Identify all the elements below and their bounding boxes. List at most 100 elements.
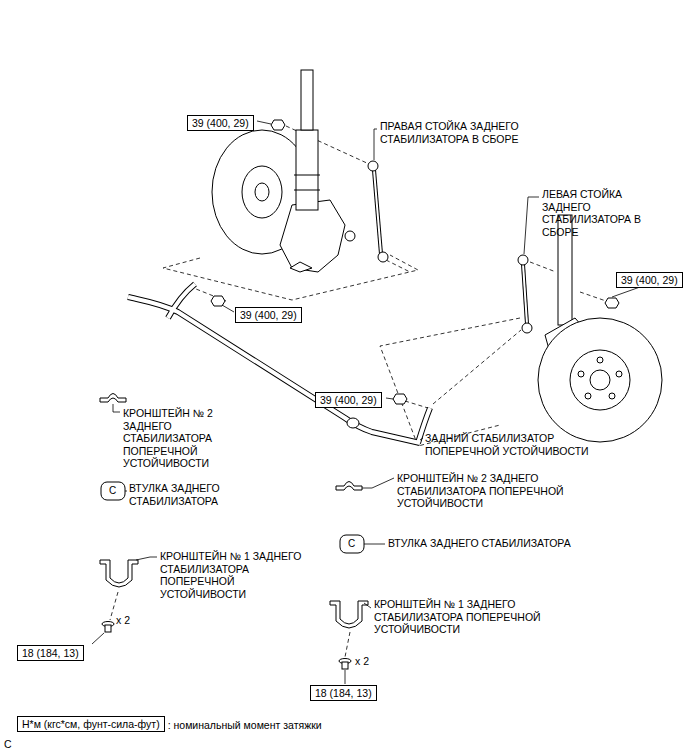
nut: [393, 394, 407, 404]
torque-value: 18 (184, 13): [22, 647, 79, 659]
part-name: ПРАВАЯ СТОЙКА ЗАДНЕГО СТАБИЛИЗАТОРА В СБ…: [380, 120, 548, 145]
bolt: [342, 662, 348, 669]
figure-code: C: [4, 738, 12, 751]
rear-axle-hub-right: [290, 262, 312, 272]
bracket-no2: [100, 394, 126, 403]
dashed-assembly-line: [433, 330, 521, 404]
stabilizer-link-right: [374, 170, 381, 254]
rear-axle-hub-right: [280, 200, 345, 272]
leader-line: [345, 670, 346, 684]
nut: [211, 120, 619, 404]
bolt: [102, 622, 351, 670]
stabilizer-link-right: [374, 170, 381, 254]
leader-line: [257, 121, 271, 124]
rear-axle-hub-right: [294, 175, 320, 190]
dashed-assembly-line: [386, 260, 410, 272]
stabilizer-bar: [128, 284, 430, 443]
bushing-mark: C: [108, 485, 117, 496]
bushing-mark: C: [347, 538, 356, 549]
dashed-assembly-line: [345, 632, 350, 657]
stabilizer-link-right: [378, 252, 388, 262]
rear-axle-hub-right: [296, 130, 318, 210]
nut: [271, 120, 285, 130]
part-name: КРОНШТЕЙН № 2 ЗАДНЕГО СТАБИЛИЗАТОРА ПОПЕ…: [123, 407, 243, 470]
stabilizer-bar: [128, 297, 420, 443]
stabilizer-link-left: [518, 255, 528, 265]
rear-axle-hub-left: [590, 370, 610, 390]
torque-value: 39 (400, 29): [320, 394, 377, 406]
leader-line: [113, 404, 120, 412]
leader-line: [222, 305, 234, 312]
leader-line: [364, 603, 371, 608]
bracket-no1: [330, 601, 368, 628]
bushing: [101, 482, 125, 500]
quantity: x 2: [355, 655, 369, 668]
rear-axle-hub-right: [212, 70, 355, 272]
torque-value: 18 (184, 13): [315, 687, 372, 699]
leader-line: [92, 633, 104, 644]
dashed-assembly-line: [580, 292, 606, 301]
torque-box: 39 (400, 29): [315, 392, 382, 408]
torque-box: 39 (400, 29): [235, 307, 302, 323]
torque-box: 18 (184, 13): [17, 645, 84, 661]
leader-line: [136, 557, 157, 560]
rear-axle-hub-left: [570, 350, 630, 410]
rear-axle-hub-left: [538, 215, 662, 442]
part-name: ЗАДНИЙ СТАБИЛИЗАТОР ПОПЕРЕЧНОЙ УСТОЙЧИВО…: [425, 432, 630, 457]
part-name: КРОНШТЕЙН № 1 ЗАДНЕГО СТАБИЛИЗАТОРА ПОПЕ…: [374, 598, 574, 636]
rear-axle-hub-right: [255, 183, 269, 201]
leader-line: [612, 287, 640, 297]
rear-axle-hub-left: [609, 393, 615, 399]
stabilizer-bar: [168, 284, 195, 318]
leader-line: [386, 398, 393, 399]
rear-axle-hub-left: [578, 371, 584, 377]
torque-box: 18 (184, 13): [310, 685, 377, 701]
dashed-assembly-line: [530, 262, 556, 272]
leader-line: [364, 544, 385, 545]
nut: [211, 296, 225, 306]
leader-line: [420, 438, 423, 440]
leader-line: [374, 129, 377, 160]
stabilizer-link-left: [522, 323, 532, 333]
stabilizer-bar: [347, 418, 359, 428]
part-name: КРОНШТЕЙН № 1 ЗАДНЕГО СТАБИЛИЗАТОРА ПОПЕ…: [160, 550, 316, 600]
part-name: КРОНШТЕЙН № 2 ЗАДНЕГО СТАБИЛИЗАТОРА ПОПЕ…: [397, 472, 581, 510]
torque-box: 39 (400, 29): [187, 115, 254, 131]
part-name: ВТУЛКА ЗАДНЕГО СТАБИЛИЗАТОРА: [129, 482, 241, 507]
dashed-assembly-line: [380, 318, 520, 446]
leader-line: [362, 478, 394, 488]
stabilizer-link-right: [368, 161, 388, 262]
rear-axle-hub-left: [616, 371, 622, 377]
stabilizer-link-left: [523, 264, 527, 324]
rear-axle-hub-left: [585, 393, 591, 399]
leader-line: [524, 197, 539, 254]
rear-axle-hub-right: [301, 70, 313, 130]
part-name: ВТУЛКА ЗАДНЕГО СТАБИЛИЗАТОРА: [388, 537, 571, 550]
torque-value: 39 (400, 29): [621, 274, 678, 286]
stabilizer-link-right: [368, 161, 378, 171]
legend-note: : номинальный момент затяжки: [168, 719, 322, 732]
nut: [605, 298, 619, 308]
rear-axle-hub-left: [597, 357, 603, 363]
torque-value: Н*м (кгс*см, фунт-сила-фут): [22, 718, 160, 730]
torque-value: 39 (400, 29): [240, 309, 297, 321]
bushing: [101, 482, 364, 553]
bolt: [105, 625, 111, 632]
bushing: [340, 535, 364, 553]
torque-box: 39 (400, 29): [616, 272, 683, 288]
bracket-no2: [336, 482, 362, 491]
torque-value: 39 (400, 29): [192, 117, 249, 129]
rear-axle-hub-right: [345, 231, 355, 241]
quantity: x 2: [116, 614, 130, 627]
stabilizer-link-left: [518, 255, 532, 333]
stabilizer-link-left: [523, 264, 527, 324]
torque-unit-box: Н*м (кгс*см, фунт-сила-фут): [17, 716, 165, 732]
part-name: ЛЕВАЯ СТОЙКА ЗАДНЕГО СТАБИЛИЗАТОРА В СБО…: [542, 188, 643, 238]
stabilizer-bar: [128, 297, 420, 443]
dashed-assembly-line: [110, 126, 606, 657]
bracket-no1: [100, 560, 138, 587]
rear-axle-hub-left: [538, 318, 662, 442]
